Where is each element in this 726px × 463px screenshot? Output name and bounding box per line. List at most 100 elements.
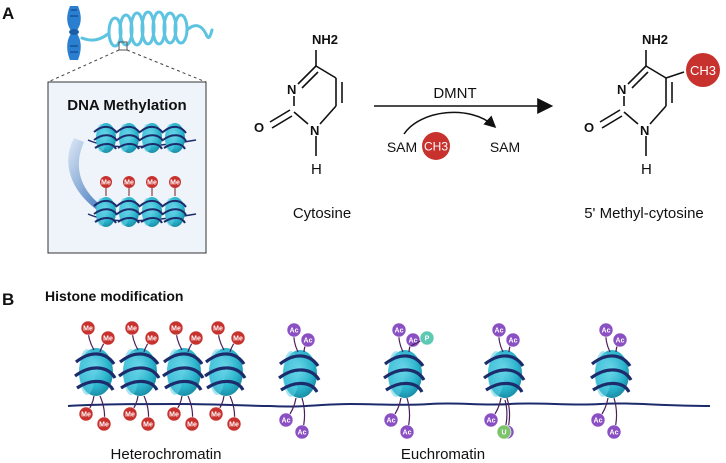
me-badge: Me bbox=[168, 320, 184, 351]
me-badge: Me bbox=[229, 330, 246, 353]
product-n1-label: N bbox=[640, 123, 649, 138]
methylcytosine-structure: NH2 N N O H bbox=[584, 32, 685, 178]
svg-text:Ac: Ac bbox=[487, 418, 496, 425]
enzyme-label: DMNT bbox=[433, 85, 476, 102]
euchromatin-label: Euchromatin bbox=[401, 446, 485, 463]
svg-text:Me: Me bbox=[169, 412, 179, 419]
cytosine-n1-label: N bbox=[310, 123, 319, 138]
panel-b-letter: B bbox=[2, 290, 14, 309]
me-badge: Me bbox=[123, 176, 135, 196]
me-badge: Me bbox=[210, 320, 226, 351]
svg-text:Me: Me bbox=[143, 422, 153, 429]
ac-badge: Ac bbox=[483, 397, 502, 428]
euchromatin-nucleosomes bbox=[277, 348, 633, 400]
cytosine-oxygen-label: O bbox=[254, 120, 264, 135]
me-badge: Me bbox=[80, 320, 96, 351]
ac-badge: Ac bbox=[505, 332, 521, 353]
ac-badge: Ac bbox=[590, 397, 609, 428]
cytosine-label: Cytosine bbox=[293, 205, 351, 222]
me-badge: Me bbox=[184, 395, 200, 432]
me-badge: Me bbox=[169, 176, 181, 196]
me-badge: Me bbox=[208, 395, 225, 422]
svg-text:Me: Me bbox=[99, 422, 109, 429]
heterochromatin-label: Heterochromatin bbox=[111, 446, 222, 463]
svg-text:Me: Me bbox=[213, 326, 223, 333]
euchromatin-marks: AcAcAcAcAcAcAcAcAcAcAcAcAcAcAcAcPU bbox=[278, 322, 628, 440]
ac-badge: Ac bbox=[278, 397, 297, 428]
histone-modification-title: Histone modification bbox=[45, 288, 183, 304]
ubiquitin-badge: U bbox=[496, 399, 512, 440]
chromatin-coil-icon bbox=[80, 10, 214, 48]
svg-text:P: P bbox=[425, 336, 430, 343]
svg-text:Me: Me bbox=[171, 326, 181, 333]
svg-text:U: U bbox=[501, 430, 506, 437]
cytosine-hydrogen-label: H bbox=[311, 161, 322, 178]
zoom-line-left bbox=[47, 49, 120, 83]
ac-badge: Ac bbox=[383, 397, 402, 428]
svg-text:Me: Me bbox=[211, 412, 221, 419]
me-badge: Me bbox=[187, 330, 204, 353]
svg-text:Me: Me bbox=[83, 326, 93, 333]
ch3-donor-badge: CH3 bbox=[422, 132, 450, 160]
svg-text:Ac: Ac bbox=[610, 430, 619, 437]
ac-badge: Ac bbox=[399, 397, 415, 440]
svg-text:Me: Me bbox=[103, 336, 113, 343]
svg-text:Me: Me bbox=[187, 422, 197, 429]
svg-text:Me: Me bbox=[229, 422, 239, 429]
sam-donor-label: SAM bbox=[387, 139, 417, 155]
dna-strand bbox=[67, 402, 711, 408]
svg-text:Ac: Ac bbox=[304, 338, 313, 345]
svg-text:Ac: Ac bbox=[509, 338, 518, 345]
ac-badge: Ac bbox=[606, 397, 622, 440]
svg-text:Me: Me bbox=[147, 336, 157, 343]
me-badge: Me bbox=[100, 176, 112, 196]
unmethylated-chromatin bbox=[87, 122, 197, 154]
svg-text:Ac: Ac bbox=[387, 418, 396, 425]
product-hydrogen-label: H bbox=[641, 161, 652, 178]
svg-text:Ac: Ac bbox=[594, 418, 603, 425]
me-badge: Me bbox=[226, 395, 242, 432]
svg-text:Ac: Ac bbox=[409, 338, 418, 345]
cytosine-n3-label: N bbox=[287, 82, 296, 97]
product-oxygen-label: O bbox=[584, 120, 594, 135]
me-badge: Me bbox=[99, 330, 116, 353]
ac-badge: Ac bbox=[491, 322, 507, 353]
ac-badge: Ac bbox=[612, 332, 628, 353]
chromosome-icon bbox=[67, 6, 81, 60]
dna-methylation-title: DNA Methylation bbox=[67, 97, 186, 114]
svg-text:Me: Me bbox=[170, 180, 180, 187]
cofactor-arrow bbox=[403, 111, 497, 135]
methylcytosine-label: 5' Methyl-cytosine bbox=[584, 205, 704, 222]
me-badge: Me bbox=[140, 395, 156, 432]
me-badge: Me bbox=[166, 395, 183, 422]
me-badge: Me bbox=[78, 395, 95, 422]
me-badge: Me bbox=[96, 395, 112, 432]
svg-text:Me: Me bbox=[127, 326, 137, 333]
svg-text:Me: Me bbox=[125, 412, 135, 419]
svg-text:Me: Me bbox=[233, 336, 243, 343]
product-n3-label: N bbox=[617, 82, 626, 97]
ac-badge: Ac bbox=[294, 397, 310, 440]
svg-text:Me: Me bbox=[81, 412, 91, 419]
svg-text:Ac: Ac bbox=[403, 430, 412, 437]
svg-text:Me: Me bbox=[124, 180, 134, 187]
phospho-badge: P bbox=[410, 330, 435, 347]
ac-badge: Ac bbox=[391, 322, 407, 353]
zoom-marker bbox=[118, 41, 128, 51]
product-amine-label: NH2 bbox=[642, 32, 668, 47]
ch3-methyl-badge: CH3 bbox=[686, 53, 720, 87]
svg-text:Ac: Ac bbox=[395, 328, 404, 335]
ac-badge: Ac bbox=[598, 322, 614, 353]
me-badge: Me bbox=[124, 320, 140, 351]
cytosine-structure: NH2 N N O H bbox=[254, 32, 343, 178]
me-badge: Me bbox=[122, 395, 139, 422]
ac-badge: Ac bbox=[300, 332, 316, 353]
svg-text:Ac: Ac bbox=[298, 430, 307, 437]
methylated-chromatin bbox=[87, 196, 197, 228]
svg-text:Ac: Ac bbox=[282, 418, 291, 425]
svg-text:Ac: Ac bbox=[616, 338, 625, 345]
svg-text:Me: Me bbox=[191, 336, 201, 343]
